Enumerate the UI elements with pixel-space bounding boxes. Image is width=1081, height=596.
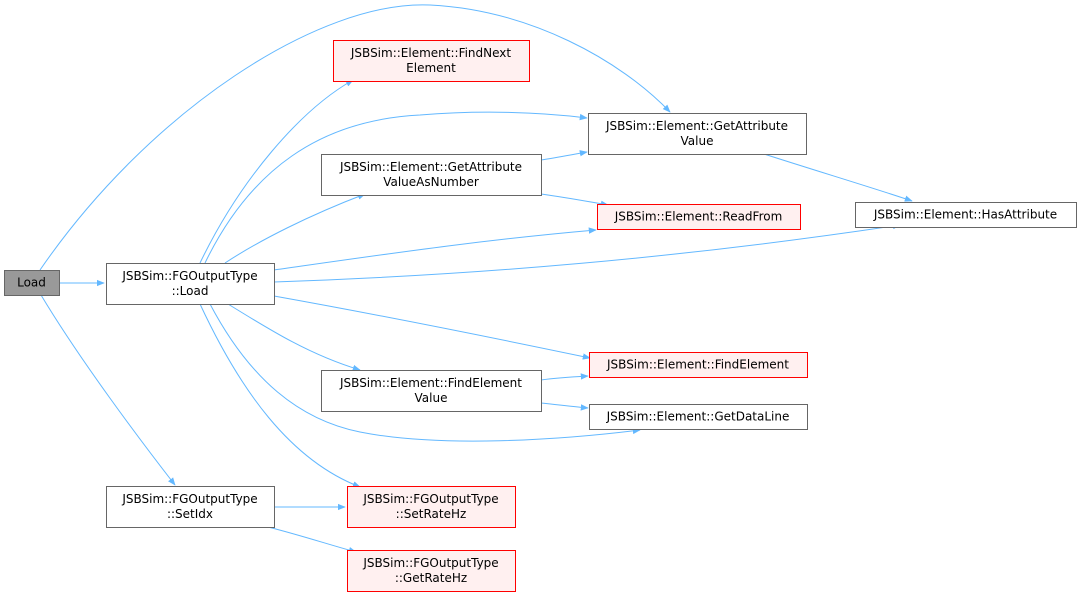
node-box-getattrnum[interactable]	[321, 154, 542, 196]
node-box-load[interactable]	[4, 270, 60, 296]
edge-fgoutput_load-to-findnext	[199, 79, 354, 264]
edge-fgoutput_load-to-hasattribute	[273, 222, 901, 283]
node-label-getattrnum-line-1: ValueAsNumber	[383, 175, 479, 189]
node-label-fgoutput_load-line-1: ::Load	[172, 284, 209, 298]
node-box-setratehz[interactable]	[347, 486, 516, 528]
node-label-getratehz-line-1: ::GetRateHz	[395, 571, 467, 585]
edge-fgoutput_setidx-to-getratehz	[267, 526, 357, 554]
node-box-findnext[interactable]	[333, 40, 530, 82]
node-readfrom[interactable]: JSBSim::Element::ReadFrom	[597, 204, 801, 230]
node-getratehz[interactable]: JSBSim::FGOutputType::GetRateHz	[347, 550, 516, 592]
node-label-findnext-line-1: Element	[406, 61, 456, 75]
node-label-findelemvalue-line-1: Value	[415, 391, 448, 405]
node-fgoutput_setidx[interactable]: JSBSim::FGOutputType::SetIdx	[106, 486, 275, 528]
node-label-load-line-0: Load	[17, 276, 46, 290]
edge-load-to-getattr	[39, 4, 671, 271]
node-label-fgoutput_load-line-0: JSBSim::FGOutputType	[121, 269, 257, 283]
node-box-fgoutput_load[interactable]	[106, 263, 275, 305]
edge-findelemvalue-to-findelement	[540, 373, 589, 381]
node-box-readfrom[interactable]	[597, 204, 801, 230]
node-box-hasattribute[interactable]	[855, 202, 1077, 228]
node-label-findelemvalue-line-0: JSBSim::Element::FindElement	[339, 376, 522, 390]
node-getdataline[interactable]: JSBSim::Element::GetDataLine	[589, 404, 808, 430]
edge-fgoutput_load-to-getattr	[204, 111, 588, 264]
node-load[interactable]: Load	[4, 270, 60, 296]
edge-getattrnum-to-readfrom	[540, 193, 609, 207]
node-label-findnext-line-0: JSBSim::Element::FindNext	[350, 46, 512, 60]
node-findelement[interactable]: JSBSim::Element::FindElement	[589, 352, 808, 378]
edge-fgoutput_load-to-findelemvalue	[227, 303, 361, 371]
edge-fgoutput_load-to-getattrnum	[224, 193, 366, 264]
node-label-setratehz-line-0: JSBSim::FGOutputType	[362, 492, 498, 506]
node-label-getattr-line-0: JSBSim::Element::GetAttribute	[605, 119, 788, 133]
edge-fgoutput_load-to-readfrom	[273, 227, 597, 271]
edge-load-to-fgoutput_setidx	[40, 294, 176, 486]
node-box-getratehz[interactable]	[347, 550, 516, 592]
node-box-getdataline[interactable]	[589, 404, 808, 430]
node-label-fgoutput_setidx-line-0: JSBSim::FGOutputType	[121, 492, 257, 506]
node-label-hasattribute-line-0: JSBSim::Element::HasAttribute	[873, 208, 1057, 222]
edge-findelemvalue-to-getdataline	[540, 402, 589, 411]
node-label-fgoutput_setidx-line-1: ::SetIdx	[167, 507, 213, 521]
node-label-findelement-line-0: JSBSim::Element::FindElement	[606, 358, 789, 372]
node-box-findelement[interactable]	[589, 352, 808, 378]
node-fgoutput_load[interactable]: JSBSim::FGOutputType::Load	[106, 263, 275, 305]
node-box-fgoutput_setidx[interactable]	[106, 486, 275, 528]
edge-fgoutput_load-to-setratehz	[199, 303, 361, 488]
node-getattrnum[interactable]: JSBSim::Element::GetAttributeValueAsNumb…	[321, 154, 542, 196]
node-box-findelemvalue[interactable]	[321, 370, 542, 412]
edge-fgoutput_load-to-findelement	[273, 295, 591, 360]
node-label-getattr-line-1: Value	[681, 134, 714, 148]
node-setratehz[interactable]: JSBSim::FGOutputType::SetRateHz	[347, 486, 516, 528]
node-hasattribute[interactable]: JSBSim::Element::HasAttribute	[855, 202, 1077, 228]
node-label-getdataline-line-0: JSBSim::Element::GetDataLine	[606, 410, 790, 424]
edge-getattrnum-to-getattr	[540, 150, 588, 161]
node-box-getattr[interactable]	[588, 113, 807, 155]
node-label-getratehz-line-0: JSBSim::FGOutputType	[362, 556, 498, 570]
edge-getattr-to-hasattribute	[763, 153, 913, 202]
node-label-readfrom-line-0: JSBSim::Element::ReadFrom	[614, 210, 783, 224]
node-label-getattrnum-line-0: JSBSim::Element::GetAttribute	[339, 160, 522, 174]
edge-fgoutput_load-to-getdataline	[209, 303, 641, 442]
node-label-setratehz-line-1: ::SetRateHz	[396, 507, 467, 521]
